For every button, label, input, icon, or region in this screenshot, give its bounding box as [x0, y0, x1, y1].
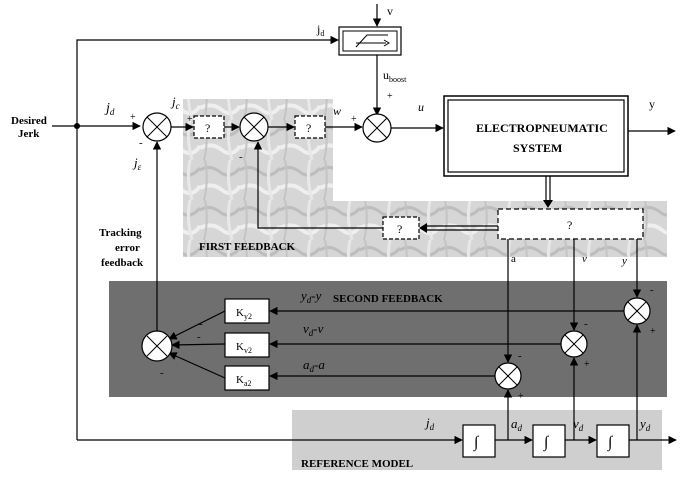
sumv-plus-sign: + — [584, 359, 590, 370]
integrator-1: ∫ — [462, 424, 496, 458]
jd-top-branch-line — [76, 35, 339, 126]
system-label-line2: SYSTEM — [513, 141, 562, 155]
svg-text:?: ? — [306, 121, 311, 135]
y-output-label: y — [649, 97, 655, 111]
reference-model-title: REFERENCE MODEL — [301, 458, 413, 470]
suma-minus-sign: - — [518, 350, 522, 362]
suma-plus-sign: + — [518, 391, 524, 402]
sumt-minus-1: - — [199, 318, 203, 330]
sum1-plus-sign: + — [130, 112, 136, 123]
sumt-minus-3: - — [160, 367, 164, 379]
svg-text:∫: ∫ — [543, 434, 550, 452]
je-label: jε — [132, 155, 142, 172]
v-signal-label: v — [582, 253, 587, 265]
v-input-label: v — [387, 4, 393, 18]
sum-junction-3 — [362, 113, 392, 143]
gain-block-ka2: Ka2 — [224, 365, 270, 391]
sum4-plus-left: + — [351, 114, 357, 125]
svg-text:Ky2: Ky2 — [236, 307, 252, 321]
sum-junction-2 — [239, 112, 269, 142]
desired-jerk-label-line2: Jerk — [18, 128, 40, 140]
first-feedback-line — [253, 141, 383, 229]
q3-arrowhead — [419, 223, 427, 233]
ad-ref-label: ad — [511, 416, 523, 433]
electropneumatic-system-block: ELECTROPNEUMATIC SYSTEM — [443, 95, 629, 177]
vd-ref-label: vd — [573, 416, 584, 433]
sumy-minus-sign: - — [650, 284, 654, 296]
sum1-minus-sign: - — [139, 137, 143, 149]
svg-text:?: ? — [567, 218, 572, 232]
svg-text:∫: ∫ — [473, 434, 480, 452]
sum4-plus-top: + — [387, 91, 393, 102]
kv2-to-sum-line — [171, 340, 226, 350]
sum-junction-v — [560, 330, 588, 358]
jc-label: jc — [170, 94, 180, 111]
svg-text:Ka2: Ka2 — [236, 374, 252, 388]
uboost-label: uboost — [383, 68, 407, 84]
system-label-line1: ELECTROPNEUMATIC — [476, 121, 608, 135]
sumy-plus-sign: + — [650, 326, 656, 337]
sumt-minus-2: - — [197, 331, 201, 343]
tracking-label-line2: error — [115, 242, 140, 254]
jd-top-label: jd — [316, 22, 324, 38]
u-label: u — [418, 100, 424, 114]
boost-block — [338, 26, 402, 56]
sum-junction-1 — [142, 112, 172, 142]
tracking-label-line3: feedback — [101, 257, 144, 269]
svg-text:?: ? — [397, 222, 402, 236]
ad-minus-a-label: ad-a — [303, 357, 325, 374]
first-feedback-title: FIRST FEEDBACK — [199, 241, 296, 253]
unknown-block-1: ? — [193, 115, 225, 139]
unknown-block-2: ? — [294, 115, 326, 139]
sum-junction-tracking — [141, 330, 173, 362]
sum-junction-y — [623, 297, 651, 325]
observer-arrowhead — [543, 200, 553, 208]
sum-junction-a — [494, 362, 522, 390]
svg-text:∫: ∫ — [607, 434, 614, 452]
vd-minus-v-label: vd-v — [303, 321, 324, 338]
gain-block-kv2: Kv2 — [224, 332, 270, 358]
ky2-to-sum-line — [168, 310, 226, 340]
svg-text:Kv2: Kv2 — [236, 341, 252, 355]
tracking-label-line1: Tracking — [99, 227, 142, 239]
unknown-block-3: ? — [382, 216, 420, 240]
jd-main-label: jd — [104, 101, 115, 117]
block-q1-plus-sign: + — [187, 114, 193, 125]
integrator-2: ∫ — [532, 424, 566, 458]
ka2-to-sum-line — [168, 352, 226, 379]
sumv-minus-sign: - — [584, 318, 588, 330]
yd-ref-label: yd — [638, 416, 651, 433]
integrator-3: ∫ — [596, 424, 630, 458]
gain-block-ky2: Ky2 — [224, 298, 270, 324]
w-label: w — [333, 104, 341, 118]
sum2-minus-sign: - — [239, 151, 243, 163]
jd-ref-label: jd — [424, 415, 435, 432]
y-signal-label: y — [621, 255, 627, 267]
svg-text:?: ? — [205, 121, 210, 135]
yd-minus-y-label: yd-y — [299, 288, 322, 305]
second-feedback-title: SECOND FEEDBACK — [333, 293, 443, 305]
a-signal-label: a — [511, 253, 516, 265]
desired-jerk-label-line1: Desired — [11, 115, 47, 127]
observer-block: ? — [497, 208, 644, 240]
